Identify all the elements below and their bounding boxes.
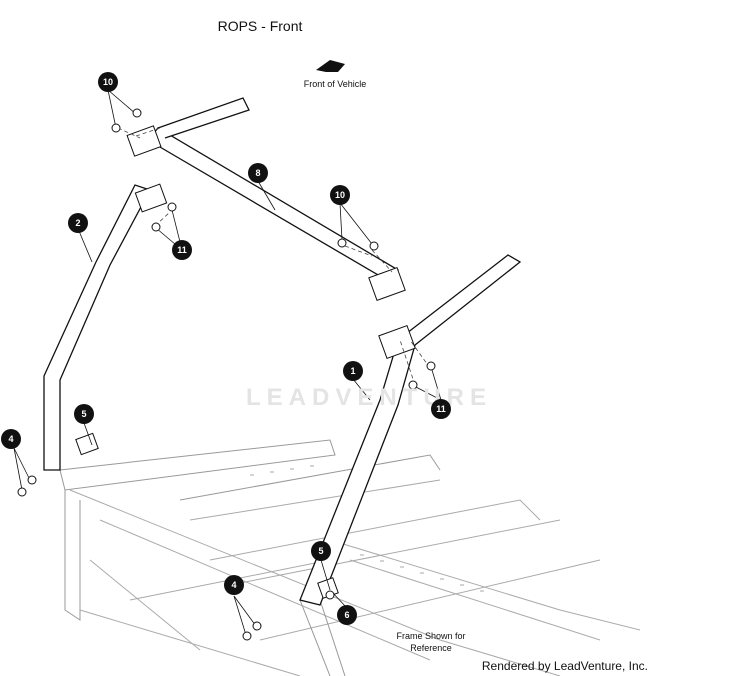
callout-10-center: 10 xyxy=(330,185,350,205)
front-arrow-icon xyxy=(316,60,345,72)
callout-4-right: 4 xyxy=(224,575,244,595)
render-credit: Rendered by LeadVenture, Inc. xyxy=(481,659,648,673)
callout-2: 2 xyxy=(68,213,88,233)
callout-11-left: 11 xyxy=(172,240,192,260)
callout-5-right: 5 xyxy=(311,541,331,561)
callout-10-top-left: 10 xyxy=(98,72,118,92)
frame-reference-note: Frame Shown for Reference xyxy=(384,630,478,654)
callout-6: 6 xyxy=(337,605,357,625)
callout-8: 8 xyxy=(248,163,268,183)
callout-1: 1 xyxy=(343,361,363,381)
fasteners xyxy=(17,108,436,641)
front-of-vehicle-label: Front of Vehicle xyxy=(303,79,367,89)
frame-note-line1: Frame Shown for xyxy=(396,631,466,641)
callout-5-left: 5 xyxy=(74,404,94,424)
diagram-title: ROPS - Front xyxy=(217,18,303,34)
rops-tubes xyxy=(43,97,522,606)
leader-lines xyxy=(117,127,431,386)
callout-11-right: 11 xyxy=(431,399,451,419)
clamps xyxy=(75,125,416,599)
callout-4-left: 4 xyxy=(1,429,21,449)
watermark-text: LEADVENTURE xyxy=(246,384,493,411)
frame-note-line2: Reference xyxy=(410,643,452,653)
